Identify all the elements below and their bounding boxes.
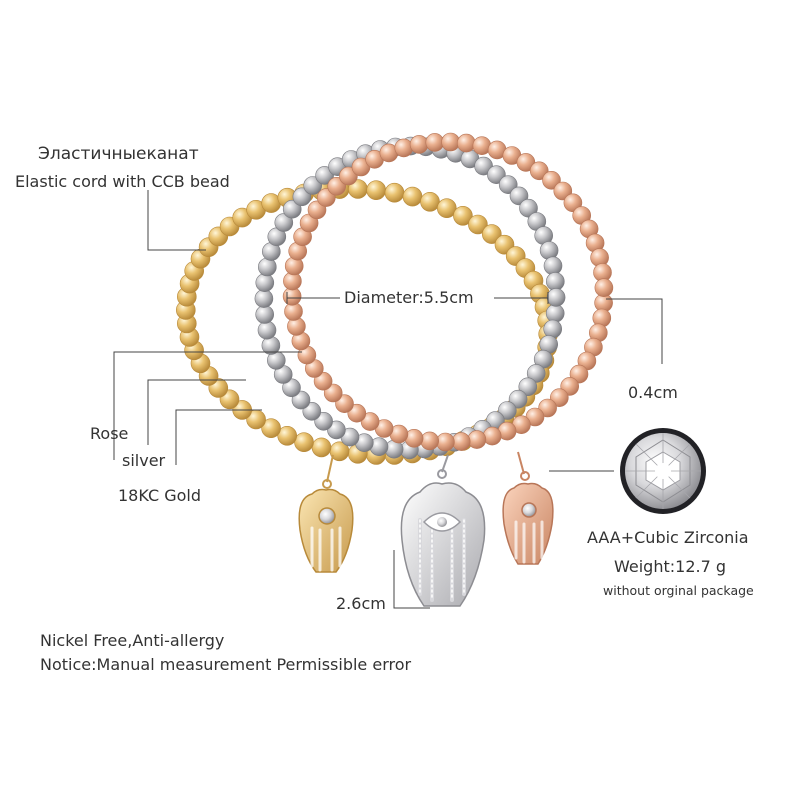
bead xyxy=(277,425,298,446)
bead xyxy=(441,132,460,152)
bead xyxy=(594,278,614,298)
bead xyxy=(545,272,565,291)
rose-label: Rose xyxy=(90,424,129,443)
rose-bracelet xyxy=(282,132,614,452)
bead xyxy=(481,224,502,244)
bead xyxy=(451,432,471,451)
bead xyxy=(425,133,445,152)
bead xyxy=(315,166,334,185)
bead xyxy=(467,430,487,449)
silver-hamsa-charm xyxy=(400,454,486,607)
bead xyxy=(436,198,457,218)
bead xyxy=(539,241,559,260)
bead xyxy=(436,432,455,452)
silver-label: silver xyxy=(122,451,166,470)
bead xyxy=(254,289,274,308)
nickel-free-note: Nickel Free,Anti-allergy xyxy=(40,631,225,650)
bead xyxy=(468,214,488,235)
bead xyxy=(453,206,473,226)
bead xyxy=(360,412,380,431)
bead xyxy=(543,256,563,276)
diameter-label: Diameter:5.5cm xyxy=(344,288,474,307)
bead xyxy=(294,432,314,453)
bead xyxy=(409,135,429,154)
bead xyxy=(420,192,440,212)
bead xyxy=(255,305,275,324)
measurement-notice: Notice:Manual measurement Permissible er… xyxy=(40,655,412,674)
bead xyxy=(543,319,563,339)
bead xyxy=(311,437,332,458)
bead xyxy=(518,377,538,397)
bead xyxy=(402,186,423,207)
cubic-zirconia-stone xyxy=(620,428,706,514)
bead xyxy=(420,431,440,451)
russian-cord-label: Эластичныеканат xyxy=(38,144,199,164)
package-note: without orginal package xyxy=(603,583,754,598)
bead xyxy=(257,320,277,340)
bead xyxy=(516,153,536,172)
rose-hamsa-charm xyxy=(502,451,554,565)
bead xyxy=(282,378,301,398)
bead xyxy=(456,133,476,153)
bead-size-label: 0.4cm xyxy=(628,383,678,402)
bead xyxy=(255,273,275,293)
bead xyxy=(384,182,405,203)
weight-label: Weight:12.7 g xyxy=(614,557,726,576)
gold-label: 18KC Gold xyxy=(118,486,202,505)
bead xyxy=(366,180,387,200)
stone-label: AAA+Cubic Zirconia xyxy=(587,528,749,547)
charm-size-label: 2.6cm xyxy=(336,594,386,613)
bead xyxy=(546,288,566,307)
bead xyxy=(261,418,281,439)
annotation-lines xyxy=(113,190,663,609)
bead xyxy=(274,213,294,232)
bead xyxy=(394,138,414,158)
gold-hamsa-charm xyxy=(298,454,354,573)
bead xyxy=(282,199,302,219)
bead xyxy=(519,198,538,218)
bead xyxy=(526,364,546,383)
bead xyxy=(482,426,502,446)
bead xyxy=(545,303,565,323)
cord-label: Elastic cord with CCB bead xyxy=(15,172,230,191)
bead xyxy=(257,257,277,277)
